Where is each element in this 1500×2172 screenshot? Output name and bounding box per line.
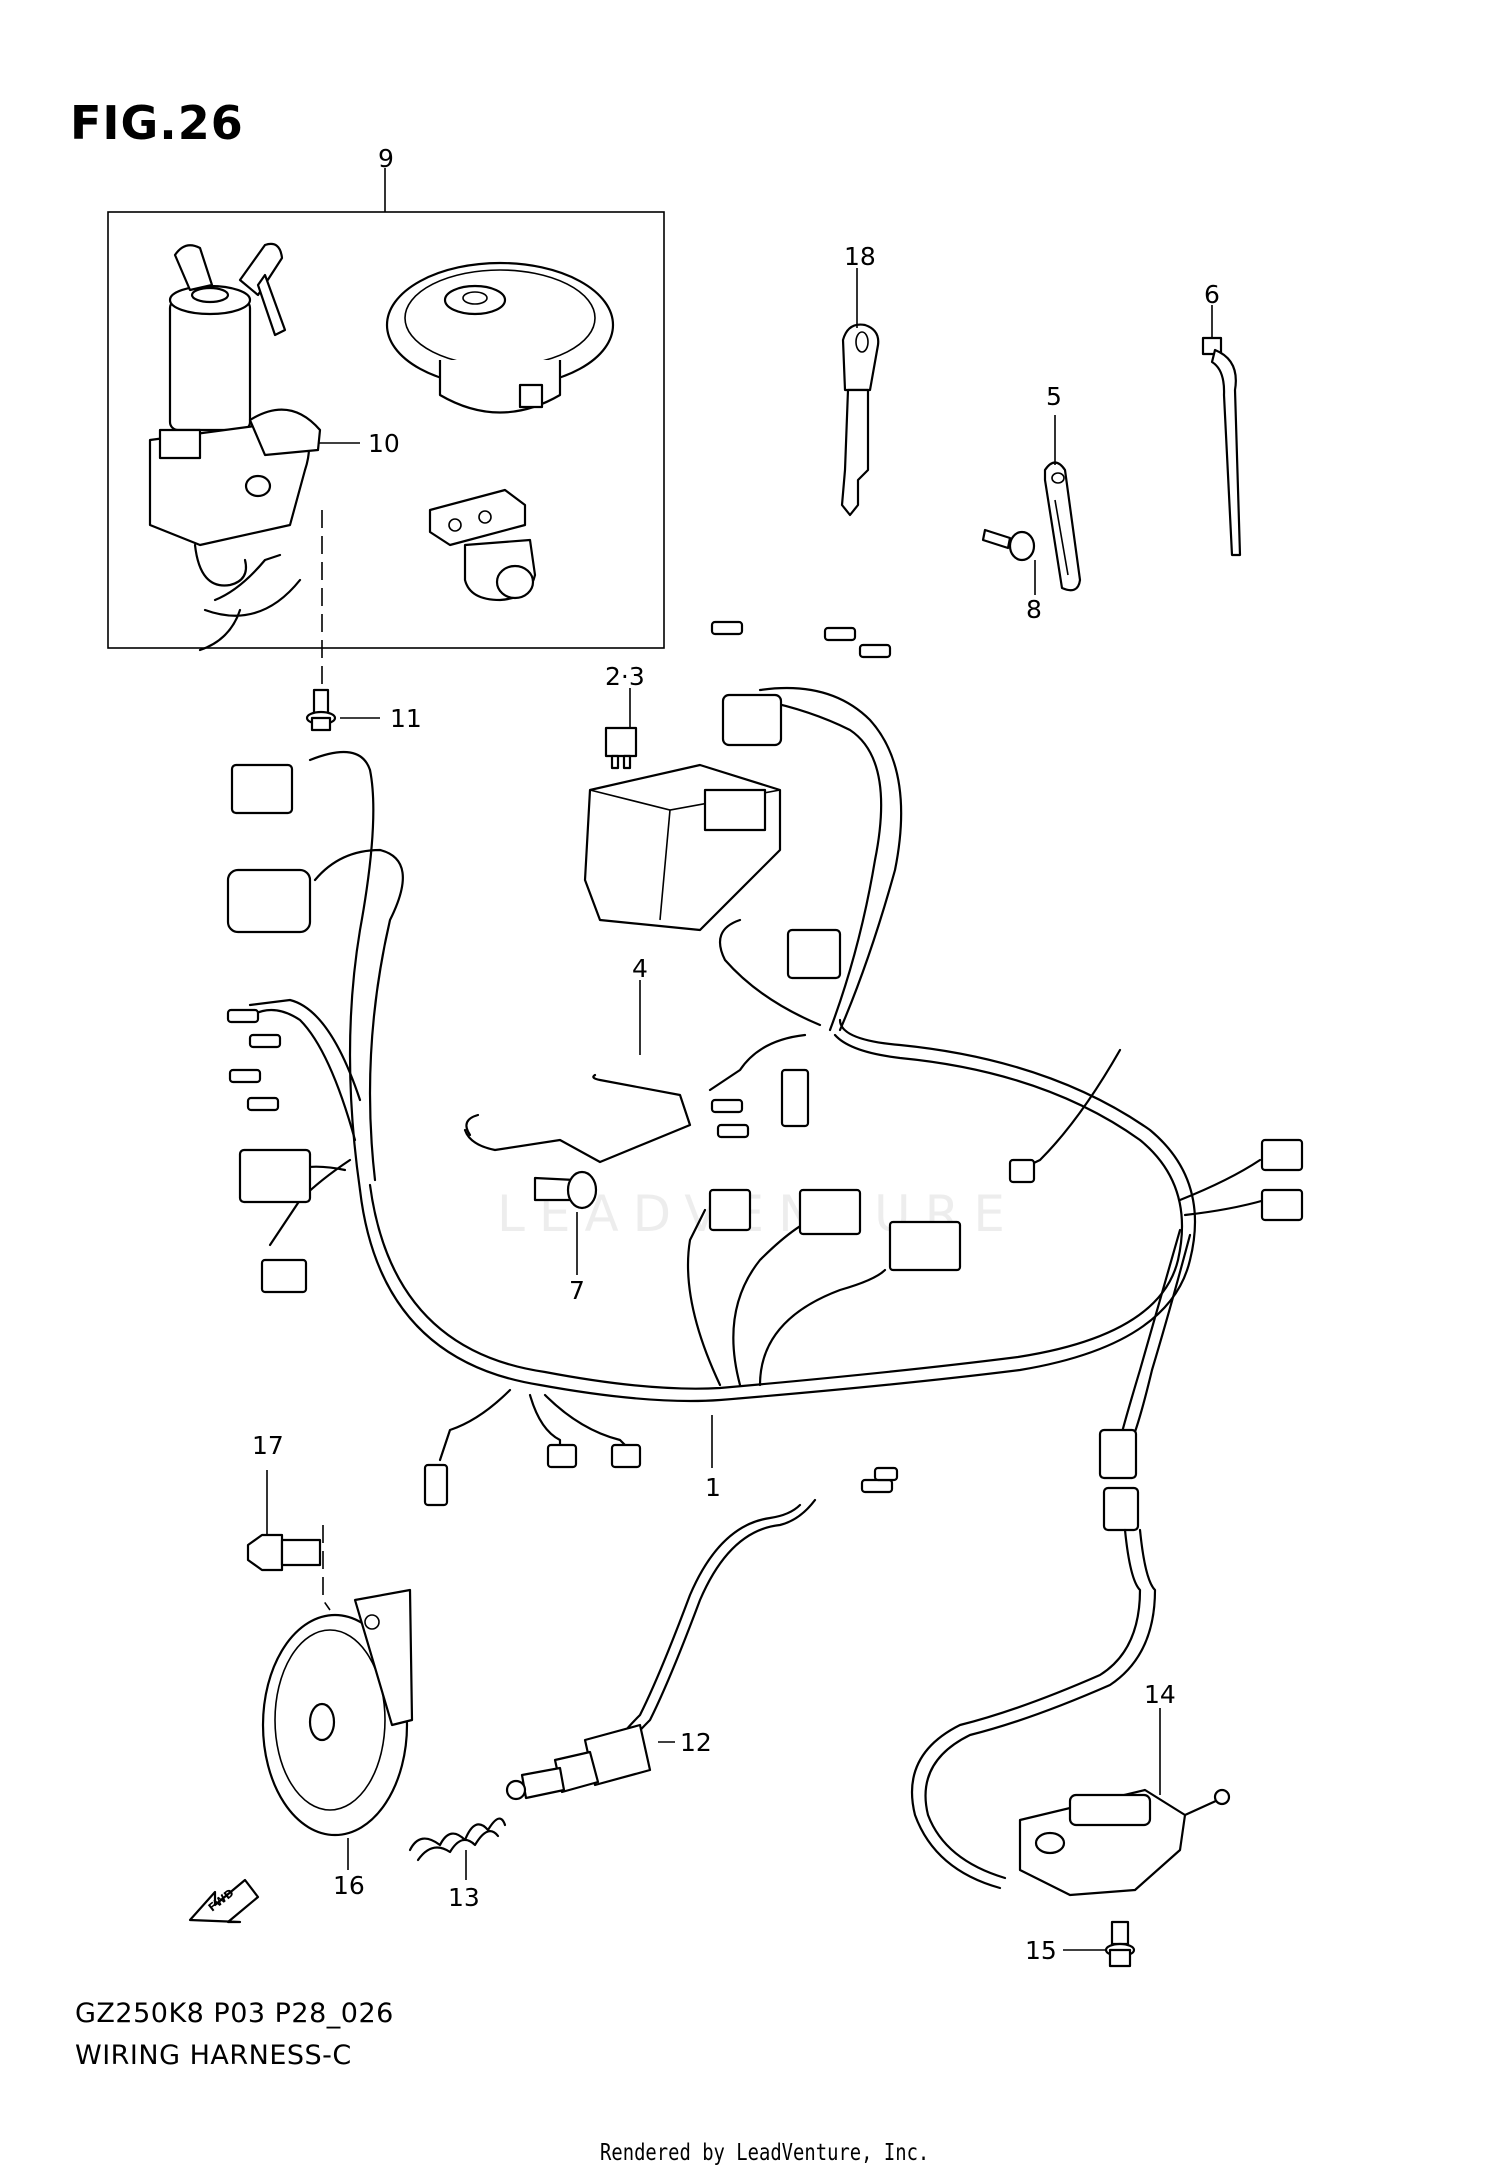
bolt-17-drawing xyxy=(246,1525,331,1611)
figure-title: FIG.26 xyxy=(70,96,244,150)
spring-13-drawing xyxy=(408,1817,507,1862)
section-name: WIRING HARNESS-C xyxy=(75,2040,352,2071)
fuel-cap-lock-drawing xyxy=(385,261,615,414)
callout-7: 7 xyxy=(569,1276,585,1305)
harness-connectors xyxy=(226,693,1304,1532)
side-stand-switch-14-drawing xyxy=(910,1528,1231,1897)
callout-11: 11 xyxy=(390,704,422,733)
ignition-switch-drawing xyxy=(148,242,322,652)
fuse-box-drawing xyxy=(583,726,782,932)
callout-18: 18 xyxy=(844,242,876,271)
callout-6: 6 xyxy=(1204,280,1220,309)
callout-14: 14 xyxy=(1144,1680,1176,1709)
brake-switch-12-drawing xyxy=(505,1466,899,1801)
callout-8: 8 xyxy=(1026,595,1042,624)
screw-8-drawing xyxy=(981,528,1036,562)
callout-1: 1 xyxy=(705,1473,721,1502)
rendered-by-credit: Rendered by LeadVenture, Inc. xyxy=(600,2140,930,2166)
callout-17: 17 xyxy=(252,1431,284,1460)
callout-4: 4 xyxy=(632,954,648,983)
callout-13: 13 xyxy=(448,1883,480,1912)
fwd-arrow-icon: FWD xyxy=(188,1878,260,1924)
clamp-5-drawing xyxy=(1043,461,1082,592)
key-18-drawing xyxy=(840,323,880,517)
horn-16-drawing xyxy=(261,1588,414,1837)
bolt-11-drawing xyxy=(305,688,337,732)
callout-10: 10 xyxy=(368,429,400,458)
callout-12: 12 xyxy=(680,1728,712,1757)
spade-terminals xyxy=(226,620,894,1494)
cable-tie-6-drawing xyxy=(1201,336,1242,557)
model-code: GZ250K8 P03 P28_026 xyxy=(75,1998,394,2029)
callout-9: 9 xyxy=(378,144,394,173)
wire-clamp-4-drawing xyxy=(463,1073,692,1164)
seat-lock-drawing xyxy=(428,488,537,602)
screw-7-drawing xyxy=(533,1170,598,1210)
leader-lines xyxy=(266,268,1213,1951)
lock-set-box xyxy=(107,168,665,649)
callout-16: 16 xyxy=(333,1871,365,1900)
callout-15: 15 xyxy=(1025,1936,1057,1965)
bolt-15-drawing xyxy=(1104,1920,1136,1968)
callout-5: 5 xyxy=(1046,382,1062,411)
callout-2-3: 2·3 xyxy=(605,662,645,691)
